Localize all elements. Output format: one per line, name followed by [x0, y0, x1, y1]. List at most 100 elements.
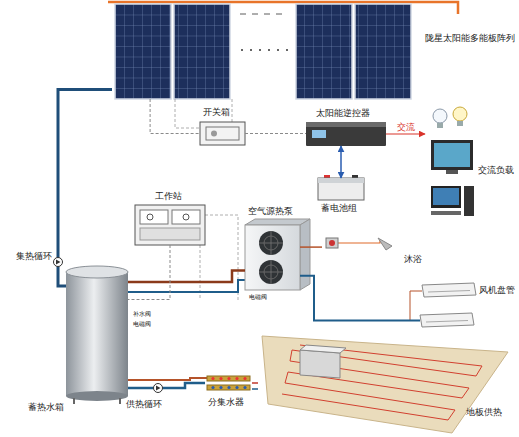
valve-label: 电磁阀 — [249, 294, 267, 301]
pump-arrow — [56, 260, 61, 265]
ac-load-symbols — [431, 107, 474, 216]
component-label: 工作站 — [155, 192, 182, 202]
manifold-box: 分集水器 — [205, 374, 252, 392]
switch-box-body — [200, 122, 245, 145]
valve-label: 电磁阀 — [133, 321, 151, 328]
dot — [268, 49, 270, 51]
tank-body — [66, 272, 128, 396]
pipe-connector — [58, 90, 112, 287]
tank-top — [66, 266, 128, 278]
heat-pump-front — [245, 225, 300, 290]
computer-monitor — [431, 186, 461, 208]
floor-plane — [262, 336, 508, 433]
meter — [183, 214, 189, 220]
valve — [219, 377, 222, 380]
solar-panels — [115, 4, 411, 99]
battery-box: 蓄电池组 — [318, 178, 364, 200]
workstation-symbol — [135, 205, 205, 245]
dash-row — [240, 14, 282, 15]
tv-screen — [434, 143, 470, 167]
tv-body — [431, 140, 473, 170]
counter-top — [300, 345, 346, 353]
pipe-connector — [128, 245, 170, 300]
valve — [235, 386, 238, 389]
solar-panel — [296, 4, 352, 99]
fan-coil — [420, 313, 474, 327]
component-label: 分集水器 — [208, 398, 244, 408]
dot — [259, 49, 261, 51]
workstation-body — [135, 205, 205, 245]
keyboard — [431, 211, 461, 215]
pipe-connector — [252, 382, 258, 384]
dot — [277, 49, 279, 51]
fan-coil-vent — [426, 321, 468, 323]
circulation-pump — [54, 258, 63, 267]
bulb-base — [437, 123, 443, 128]
solar-panel-array: 陇星太阳能多能板阵列 — [112, 4, 412, 99]
valve-handle — [329, 240, 335, 246]
connector-label: 交流 — [397, 123, 415, 133]
floor-heating-area: 地板供热 — [258, 330, 510, 435]
component-label: 风机盘管 — [479, 286, 515, 296]
valve — [211, 386, 214, 389]
dot — [286, 49, 288, 51]
floor-return-pipe — [252, 388, 258, 390]
valve — [243, 386, 246, 389]
pipe-connector — [245, 133, 306, 134]
component-label: 开关箱 — [203, 108, 230, 118]
battery-symbol — [318, 175, 364, 200]
pipe-connector — [128, 383, 205, 388]
fan-coil-units — [420, 283, 476, 327]
ac-load-group: 交流负载 — [425, 106, 477, 218]
tank-leg — [74, 398, 120, 404]
manifold-valves — [211, 386, 246, 389]
pipe-connector — [300, 276, 420, 321]
dot — [241, 49, 243, 51]
battery-body — [318, 178, 364, 200]
meter — [147, 214, 153, 220]
light-bulb — [453, 107, 467, 121]
tank-bottom — [66, 391, 128, 401]
manifold-symbol — [207, 376, 250, 390]
heat-pump-top — [245, 219, 310, 225]
valve — [227, 377, 230, 380]
solar-panel — [355, 4, 411, 99]
switch-box-symbol — [200, 122, 245, 145]
storage-tank-symbol — [66, 266, 128, 404]
pump-label: 供热循环 — [126, 400, 162, 410]
inverter-body — [306, 122, 386, 146]
tv-stand — [446, 170, 458, 174]
shower-head — [378, 238, 392, 250]
pump-label: 集热循环 — [16, 252, 52, 262]
component-label: 地板供热 — [466, 408, 502, 418]
heat-pump-side — [300, 219, 310, 290]
supply-pipe — [128, 378, 207, 380]
shower-group: 沐浴 — [322, 232, 402, 262]
floor-heating-pipe — [282, 345, 482, 420]
inverter-display — [312, 130, 326, 138]
component-label: 太阳能逆控器 — [316, 109, 370, 119]
ellipsis-dots — [240, 14, 288, 51]
component-label: 空气源热泵 — [248, 207, 293, 217]
solar-panel — [115, 4, 171, 99]
valve — [243, 377, 246, 380]
control-panel — [140, 210, 168, 224]
pipe-connector — [150, 99, 200, 134]
valve — [235, 377, 238, 380]
manifold-bar — [207, 376, 250, 381]
heat-pump-symbol — [245, 219, 310, 290]
valve — [211, 377, 214, 380]
fan-coil-vent — [428, 291, 470, 293]
valve-label: 补水阀 — [133, 311, 151, 318]
component-label: 蓄电池组 — [321, 204, 357, 214]
pipe-connector — [340, 146, 342, 178]
manifold-bar — [207, 385, 250, 390]
mixing-valve — [326, 238, 338, 248]
control-panel — [172, 210, 200, 224]
shower-pipe — [338, 240, 380, 243]
